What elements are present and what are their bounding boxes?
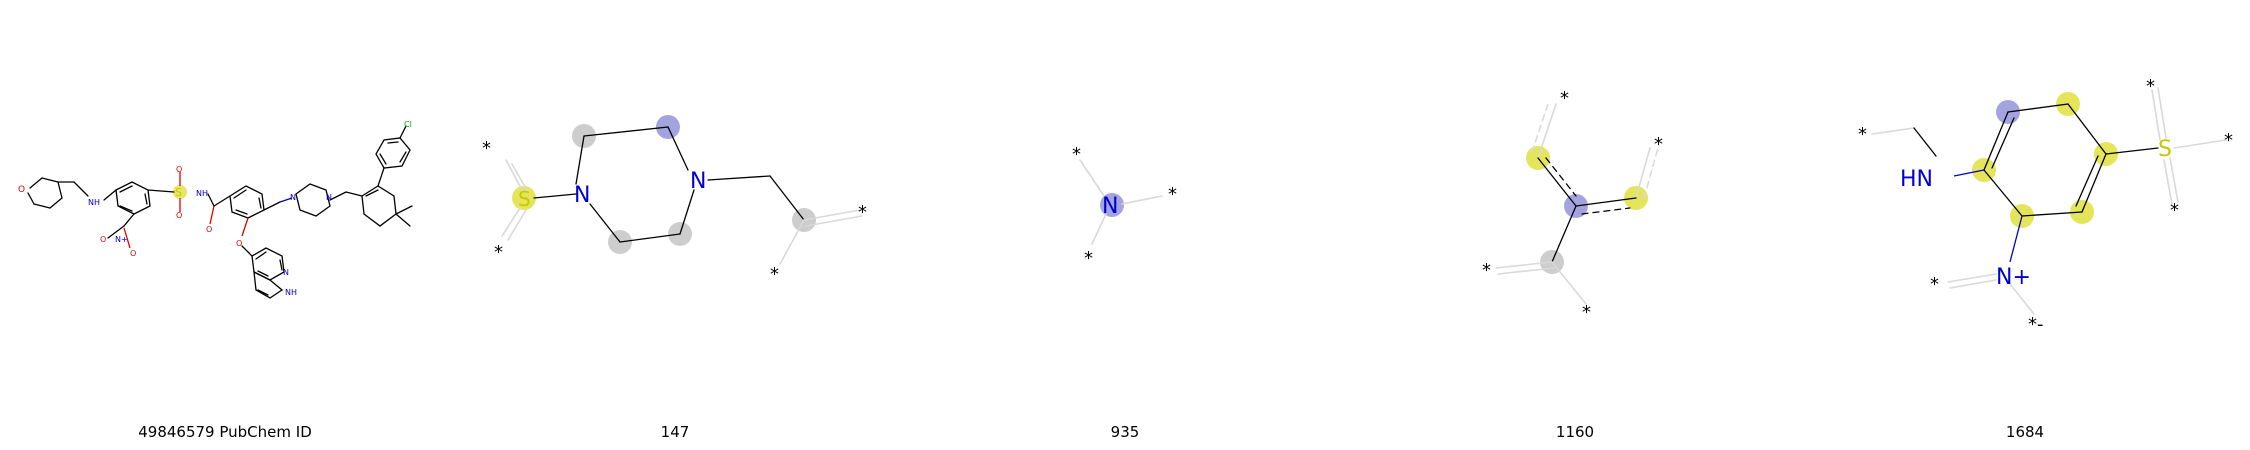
piperazine-n1: N <box>290 193 296 202</box>
substructure-caption: 935 <box>1110 423 1140 441</box>
molecule-panel-1: O NH O N+ O S O O NH O <box>0 0 450 450</box>
substructure-panel-147: S N N * * * * 147 <box>450 0 900 450</box>
sulfur-atom: S <box>2158 137 2172 162</box>
substructure-935: N * * * <box>1072 144 1177 269</box>
nitrophenyl-ring <box>103 181 151 249</box>
pyrrole-nh: NH <box>285 288 297 297</box>
attachment-star: * <box>1084 248 1093 269</box>
attachment-star: * <box>1482 260 1491 281</box>
nh-atom: NH <box>88 198 100 207</box>
nitrogen-atom-2: N <box>690 169 706 194</box>
chlorophenyl-ring <box>375 125 411 187</box>
attachment-star: * <box>858 202 867 223</box>
attachment-star: * <box>2146 76 2155 97</box>
sulfur-atom: S <box>518 187 531 211</box>
sulfonyl-o2: O <box>176 211 182 220</box>
nh-atom: HN <box>1900 167 1933 192</box>
chlorine-atom: Cl <box>404 120 412 129</box>
attachment-star: * <box>1168 184 1177 205</box>
ether-o: O <box>236 239 242 248</box>
nitro-o2-atom: O <box>130 249 136 258</box>
amide-nh: NH <box>196 189 208 198</box>
piperazine-n2: N <box>326 193 332 202</box>
oxygen-atom: O <box>18 185 25 195</box>
substructure-caption: 1684 <box>2005 423 2045 441</box>
substructure-panel-935: N * * * 935 <box>900 0 1350 450</box>
nitrogen-atom-1: N <box>574 183 590 208</box>
attachment-star: * <box>1930 274 1939 295</box>
nitrogen-atom: N <box>1102 194 1118 219</box>
pyridine-n: N <box>283 268 289 277</box>
substructure-panel-1684: HN S N+ * * * * * *- 1684 <box>1800 0 2250 450</box>
substructure-caption: 147 <box>660 423 690 441</box>
attachment-star: * <box>482 138 491 159</box>
oxane-ring <box>27 177 89 209</box>
substructure-1160: * * * * <box>1482 88 1663 323</box>
attachment-star: * <box>2224 130 2233 151</box>
sulfur-atom: S <box>175 186 182 199</box>
nitro-n-atom: N+ <box>1996 265 2031 290</box>
attachment-star-minus: *- <box>2028 314 2044 335</box>
attachment-star: * <box>1560 88 1569 109</box>
cyclohexene-ring <box>345 185 413 227</box>
molecule-structure: O NH O N+ O S O O NH O <box>18 120 413 299</box>
piperazine-ring <box>279 183 347 217</box>
nitro-n-atom: N+ <box>115 235 128 244</box>
substructure-caption: 1160 <box>1555 423 1595 441</box>
benzamide-ring <box>213 185 281 237</box>
attachment-star: * <box>2170 200 2179 221</box>
attachment-star: * <box>1858 124 1867 145</box>
carbonyl-o: O <box>206 225 212 234</box>
substructure-147: S N N * * * * <box>482 115 867 285</box>
attachment-star: * <box>1582 302 1591 323</box>
sulfonyl-o1: O <box>176 165 182 174</box>
attachment-star: * <box>1072 144 1081 165</box>
attachment-star: * <box>494 242 503 263</box>
attachment-star: * <box>1654 134 1663 155</box>
nitrogen-highlight <box>1100 193 1124 217</box>
pyrrolopyridine <box>241 245 285 299</box>
substructure-panel-1160: * * * * 1160 <box>1350 0 1800 450</box>
molecule-caption: 49846579 PubChem ID <box>138 423 312 441</box>
nitro-o-atom: O <box>100 235 106 244</box>
attachment-star: * <box>770 264 779 285</box>
sulfur-highlight <box>173 185 187 199</box>
sulfur-highlight <box>512 186 536 210</box>
substructure-1684: HN S N+ * * * * * *- <box>1858 76 2233 335</box>
